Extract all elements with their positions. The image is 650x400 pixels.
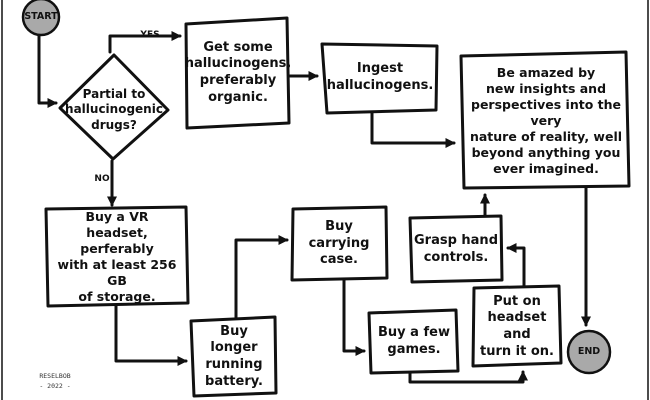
start-terminal <box>21 0 61 37</box>
decision-label: Partial to hallucinogenic drugs? <box>65 86 163 132</box>
box-buy-games <box>367 308 460 375</box>
step-get-hallucinogens: Get some hallucinogens, preferably organ… <box>184 39 292 105</box>
arrow-to-battery <box>114 304 188 366</box>
author-credit: RESELBOB - 2022 - <box>30 372 80 392</box>
arrow-yes <box>108 31 182 54</box>
step-buy-games: Buy a few games. <box>378 325 450 357</box>
start-label: START <box>24 10 58 22</box>
author-year: - 2022 - <box>39 381 71 390</box>
box-grasp-controls <box>408 214 504 284</box>
arrow-to-headset <box>408 370 528 384</box>
end-terminal <box>566 329 612 375</box>
box-put-on-headset <box>471 284 563 368</box>
box-buy-case <box>290 205 389 282</box>
decision-diamond <box>58 53 170 161</box>
box-ingest <box>320 42 439 115</box>
step-ingest: Ingest hallucinogens. <box>326 61 434 93</box>
step-grasp-controls: Grasp hand controls. <box>413 233 498 265</box>
arrow-to-amazed <box>370 111 456 148</box>
step-buy-vr: Buy a VR headset, perferably with at lea… <box>57 209 177 304</box>
arrow-start-to-decision <box>37 32 58 108</box>
step-buy-battery: Buy longer running battery. <box>205 323 263 389</box>
box-get-hallucinogens <box>184 16 291 130</box>
arrow-to-case <box>234 235 289 319</box>
step-buy-case: Buy carrying case. <box>308 219 370 268</box>
box-be-amazed <box>459 50 631 190</box>
no-label: NO <box>94 174 110 185</box>
end-label: END <box>577 345 601 357</box>
author-name: RESELBOB <box>39 372 71 380</box>
step-be-amazed: Be amazed by new insights and perspectiv… <box>469 65 623 176</box>
box-buy-vr <box>44 205 190 308</box>
arrow-to-grasp <box>506 243 526 288</box>
arrow-to-games <box>342 278 366 356</box>
box-buy-battery <box>189 315 278 398</box>
yes-label: YES <box>140 30 160 41</box>
step-put-on-headset: Put on headset and turn it on. <box>480 293 554 359</box>
